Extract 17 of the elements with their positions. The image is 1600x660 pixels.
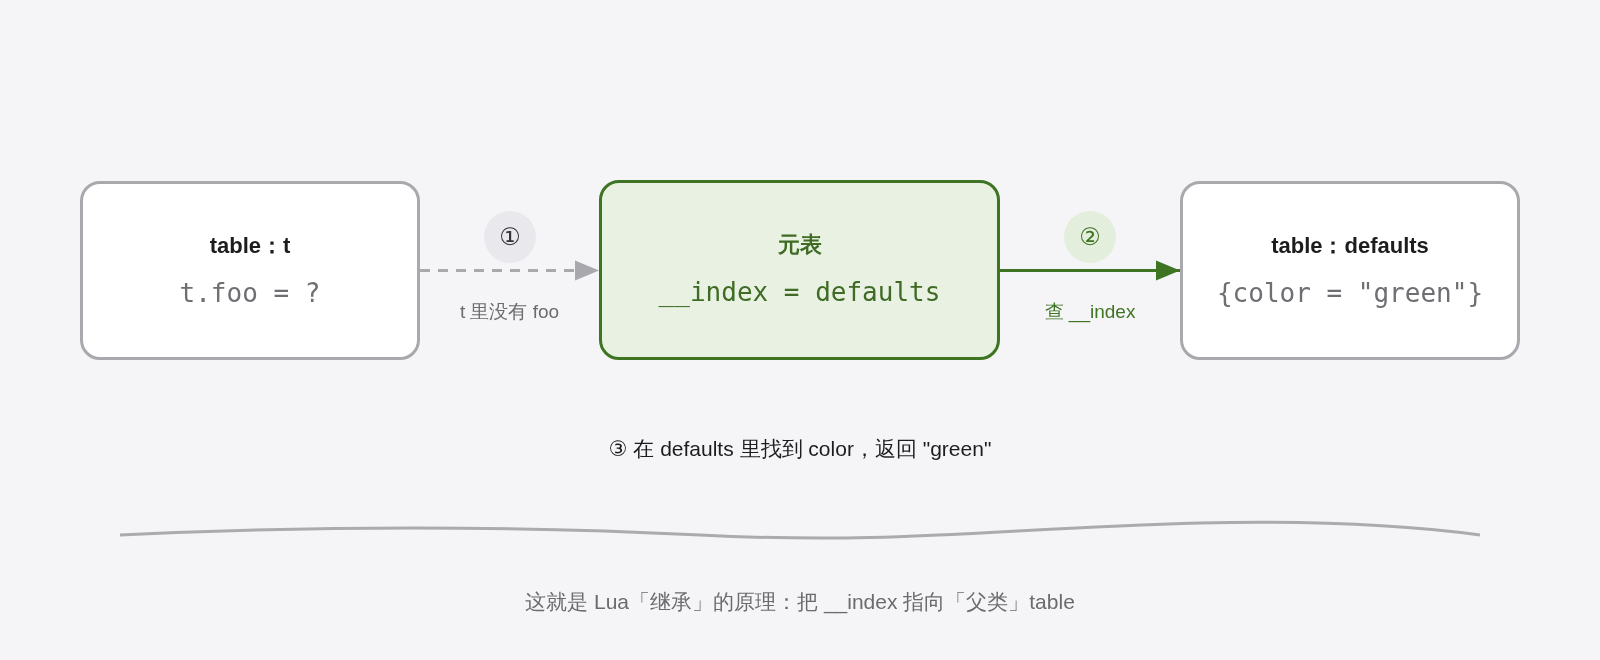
table-box (1180, 181, 1520, 360)
footnote-text: 这就是 Lua「继承」的原理：把 __index 指向「父类」table (525, 589, 1075, 616)
code-text: __index = defaults (658, 276, 941, 309)
arrow (1000, 260, 1180, 281)
caption-text: ③ 在 defaults 里找到 color，返回 "green" (608, 436, 992, 462)
box-heading: 元表 (777, 231, 822, 259)
step-number: ② (1064, 211, 1116, 263)
table-box (80, 181, 420, 360)
edge-label: 查 __index (1042, 299, 1138, 324)
edge-label: t 里没有 foo (457, 299, 562, 324)
arrow (420, 260, 599, 281)
box-heading: table：t (209, 231, 291, 260)
code-text: {color = "green"} (1216, 276, 1484, 310)
step-number: ① (484, 211, 536, 263)
metatable-box (599, 180, 1000, 360)
code-text: t.foo = ? (179, 276, 321, 310)
box-heading: table：defaults (1271, 231, 1429, 260)
